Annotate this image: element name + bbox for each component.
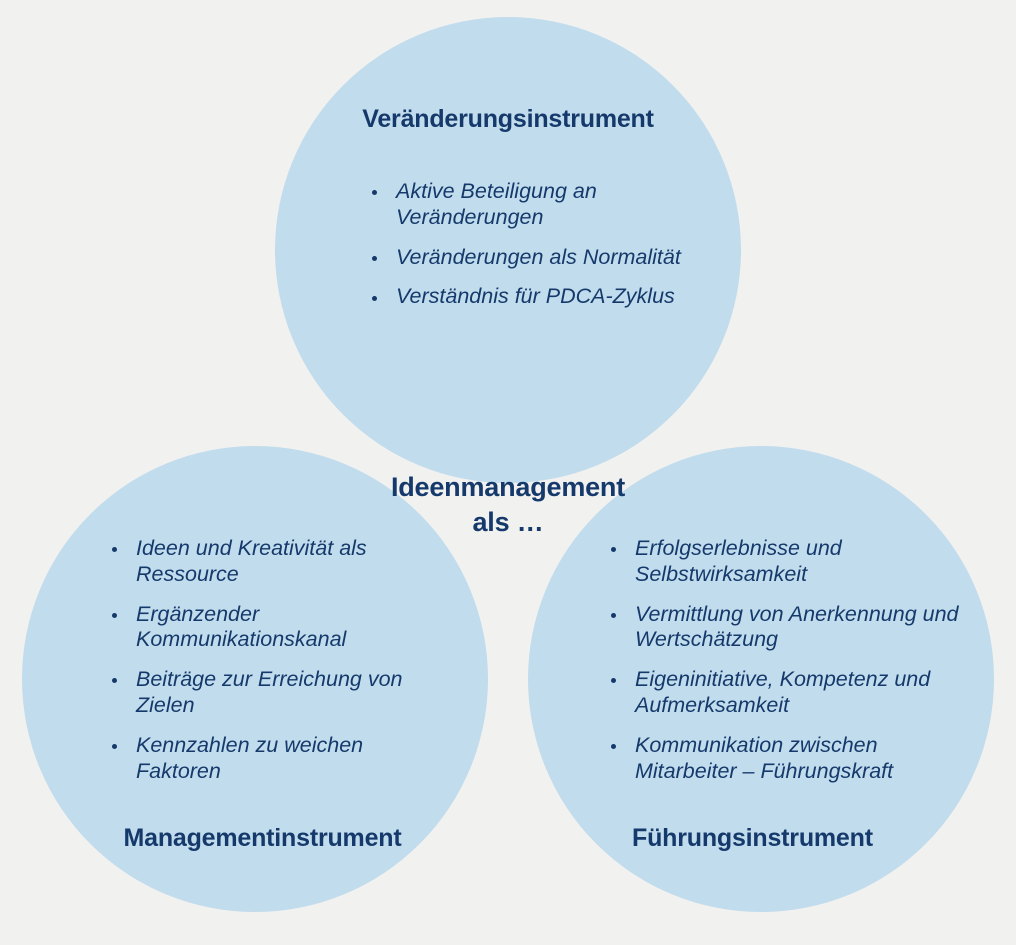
circle-bottom-left — [22, 446, 488, 912]
circle-bottom-right — [528, 446, 994, 912]
circle-top — [275, 17, 741, 483]
